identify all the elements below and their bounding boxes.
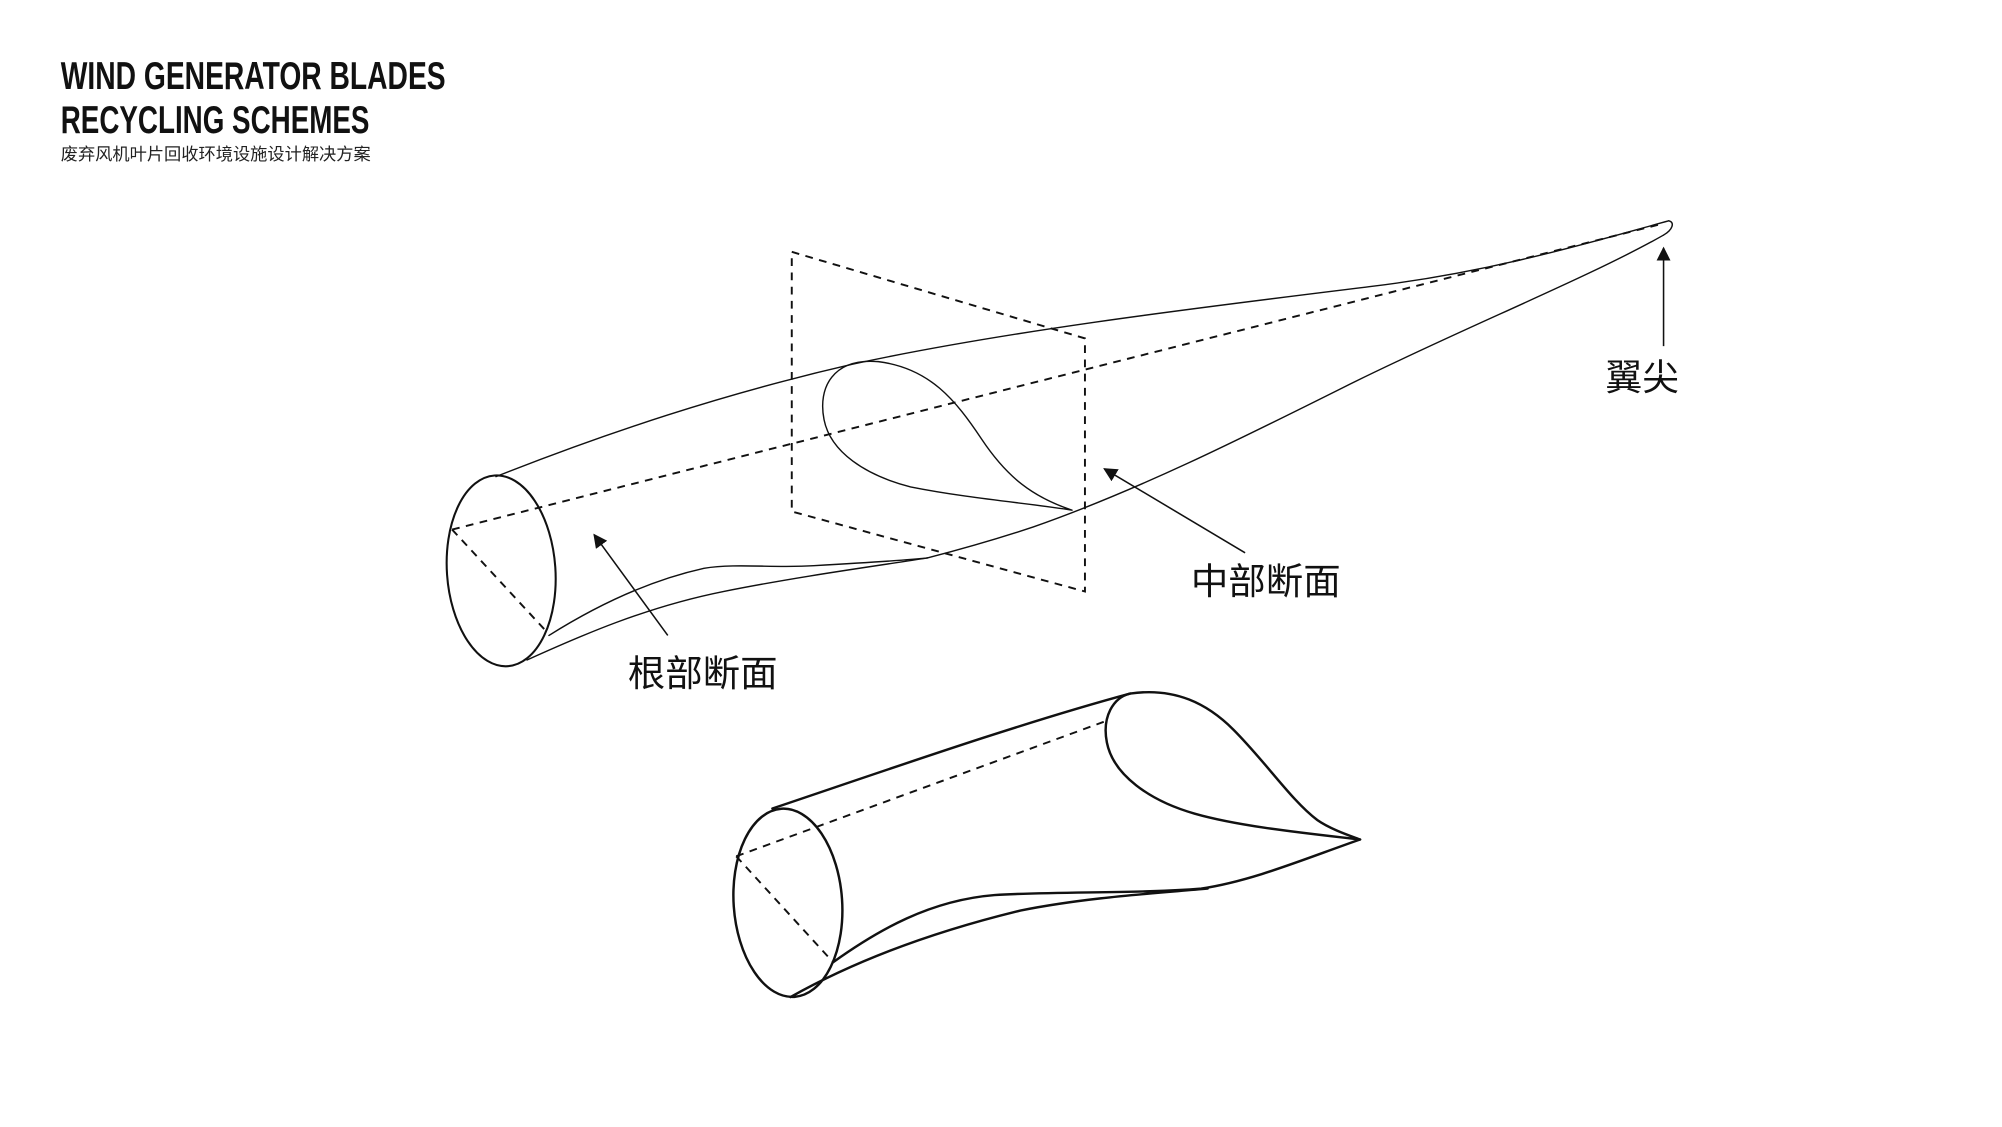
root-section-ellipse (445, 474, 557, 668)
segment-lower-line-a (831, 838, 1362, 964)
root-section-label: 根部断面 (628, 652, 778, 695)
segment-lower-line-b (789, 887, 1209, 999)
segment-top-edge (771, 692, 1132, 810)
subtitle: 废弃风机叶片回收环境设施设计解决方案 (61, 144, 371, 164)
mid-section-plane (790, 250, 1086, 593)
mid-section-arrow (1103, 468, 1246, 554)
blade-tip (1662, 220, 1674, 236)
root-diameter-dashed (451, 528, 549, 634)
title-line-1: WIND GENERATOR BLADES (61, 55, 446, 98)
cut-blade-segment (732, 691, 1362, 999)
blade-bottom-edge (926, 234, 1665, 559)
blade-top-edge (495, 220, 1670, 478)
blade-axis-dashed (451, 222, 1664, 531)
full-blade (445, 220, 1674, 668)
segment-root-ellipse (732, 807, 844, 999)
segment-root-diameter-dashed (735, 855, 834, 963)
tip-label: 翼尖 (1605, 356, 1679, 399)
blade-root-lower-line-a (548, 557, 929, 637)
root-section-arrow (593, 533, 669, 636)
title-line-2: RECYCLING SCHEMES (61, 99, 370, 142)
segment-airfoil-end (1104, 691, 1362, 841)
blade-root-lower-line-b (526, 557, 929, 661)
mid-section-airfoil (822, 360, 1073, 511)
segment-axis-dashed (735, 719, 1108, 858)
mid-section-label: 中部断面 (1191, 560, 1341, 603)
